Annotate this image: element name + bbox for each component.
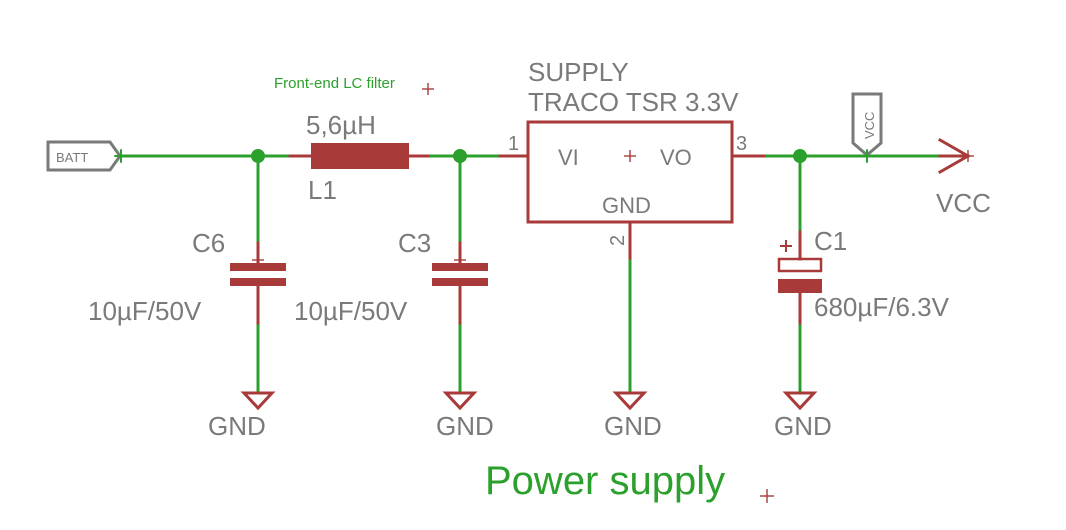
ground-label: GND <box>774 411 832 441</box>
vcc-supply-label: VCC <box>936 188 991 218</box>
ground-symbol-regulator[interactable]: GND <box>604 391 662 441</box>
capacitor-c6-value: 10µF/50V <box>88 296 202 326</box>
wires <box>118 154 970 395</box>
sheet-title: Power supply <box>485 459 725 503</box>
regulator-supply[interactable]: SUPPLY TRACO TSR 3.3V VI VO GND 1 3 2 <box>498 57 766 260</box>
regulator-pin-vi: VI <box>558 145 579 170</box>
regulator-pin3-number: 3 <box>736 133 747 155</box>
ground-symbol-c1[interactable]: GND <box>774 391 832 441</box>
title-origin-cross <box>760 489 774 503</box>
regulator-pin2-number: 2 <box>607 235 629 246</box>
regulator-pin1-number: 1 <box>508 133 519 155</box>
ground-label: GND <box>604 411 662 441</box>
ground-label: GND <box>208 411 266 441</box>
inductor-l1[interactable]: 5,6µH L1 <box>288 110 430 205</box>
inductor-value: 5,6µH <box>306 110 376 140</box>
junction-dot <box>793 149 807 163</box>
junction-dot <box>251 149 265 163</box>
note-origin-cross <box>422 83 434 95</box>
capacitor-c1-name: C1 <box>814 226 847 256</box>
regulator-name: SUPPLY <box>528 57 629 87</box>
capacitor-c6-name: C6 <box>192 228 225 258</box>
vcc-supply-symbol[interactable]: VCC <box>936 137 991 218</box>
inductor-name: L1 <box>308 175 337 205</box>
regulator-pin-gnd: GND <box>602 193 651 218</box>
regulator-value: TRACO TSR 3.3V <box>528 87 739 117</box>
capacitor-c3-name: C3 <box>398 228 431 258</box>
filter-note: Front-end LC filter <box>274 75 395 92</box>
ground-symbol-c3[interactable]: GND <box>436 391 494 441</box>
capacitor-c3-value: 10µF/50V <box>294 296 408 326</box>
junctions <box>251 149 807 163</box>
vcc-port[interactable]: VCC <box>851 92 883 163</box>
batt-port-label: BATT <box>56 150 88 165</box>
capacitor-c1[interactable]: C1 680µF/6.3V <box>777 226 950 325</box>
ground-label: GND <box>436 411 494 441</box>
capacitor-c1-value: 680µF/6.3V <box>814 292 950 322</box>
ground-symbol-c6[interactable]: GND <box>208 391 276 441</box>
capacitor-c6[interactable]: C6 10µF/50V <box>88 228 286 326</box>
capacitor-c3[interactable]: C3 10µF/50V <box>294 228 488 326</box>
vcc-port-label: VCC <box>862 112 877 139</box>
batt-port[interactable]: BATT <box>46 140 128 172</box>
junction-dot <box>453 149 467 163</box>
regulator-pin-vo: VO <box>660 145 692 170</box>
